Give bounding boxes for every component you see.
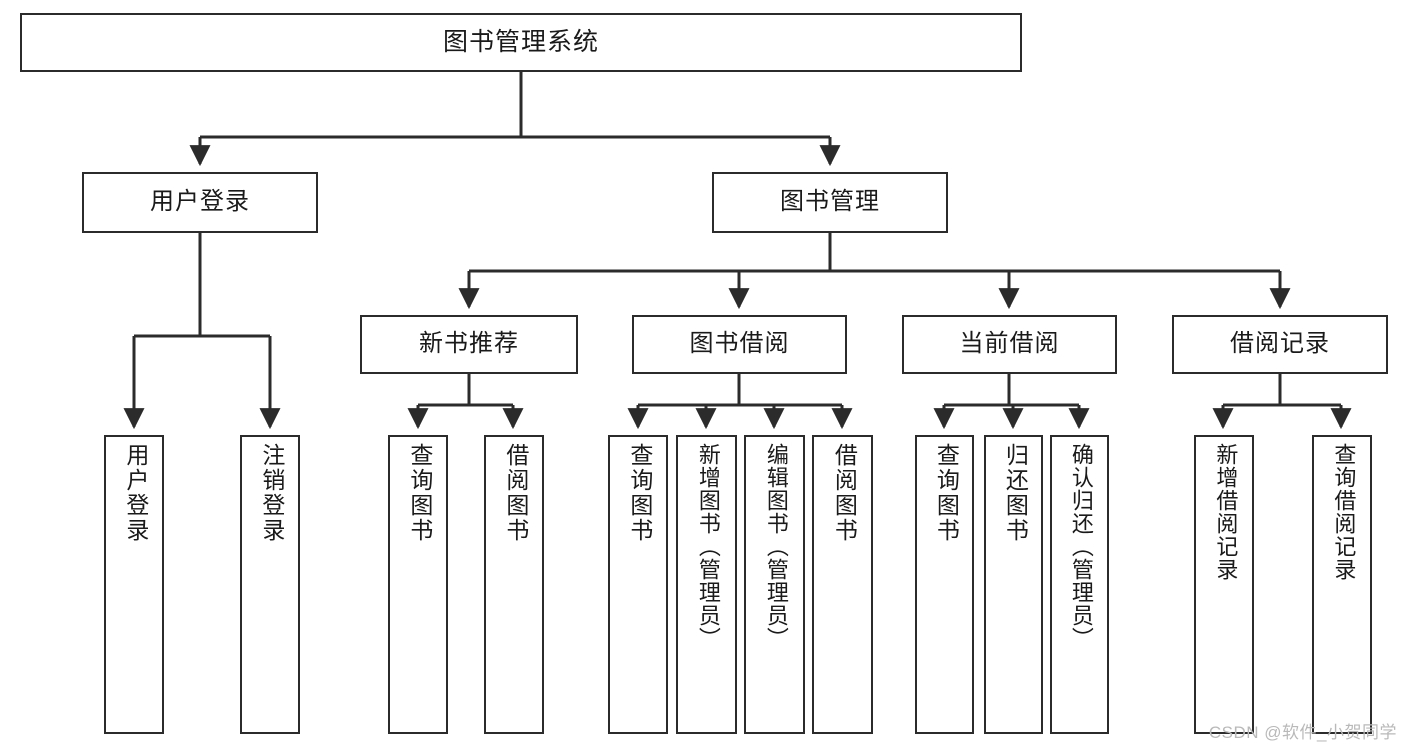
leaf-add-book[interactable]: 新增图书（管理员） [676, 435, 737, 734]
node-user-login-label: 用户登录 [150, 188, 250, 216]
node-user-login[interactable]: 用户登录 [82, 172, 318, 233]
leaf-add-record-label: 新增借阅记录 [1213, 443, 1239, 581]
leaf-query-book-3[interactable]: 查询图书 [915, 435, 974, 734]
leaf-query-record-label: 查询借阅记录 [1331, 443, 1357, 581]
leaf-query-book-1[interactable]: 查询图书 [388, 435, 448, 734]
node-book-manage-label: 图书管理 [780, 188, 880, 216]
node-current-borrow-label: 当前借阅 [959, 330, 1060, 358]
leaf-query-book-2[interactable]: 查询图书 [608, 435, 668, 734]
leaf-query-book-3-label: 查询图书 [933, 443, 960, 543]
leaf-borrow-book-1-label: 借阅图书 [502, 443, 529, 543]
node-current-borrow[interactable]: 当前借阅 [902, 315, 1117, 374]
node-borrow-record-label: 借阅记录 [1230, 330, 1330, 358]
leaf-confirm-return[interactable]: 确认归还（管理员） [1050, 435, 1109, 734]
leaf-user-login[interactable]: 用户登录 [104, 435, 164, 734]
leaf-query-record[interactable]: 查询借阅记录 [1312, 435, 1372, 734]
node-book-borrow[interactable]: 图书借阅 [632, 315, 847, 374]
leaf-borrow-book-2-label: 借阅图书 [831, 443, 858, 543]
node-root-label: 图书管理系统 [442, 27, 599, 56]
leaf-borrow-book-2[interactable]: 借阅图书 [812, 435, 873, 734]
leaf-query-book-1-label: 查询图书 [406, 443, 433, 543]
leaf-add-record[interactable]: 新增借阅记录 [1194, 435, 1254, 734]
node-book-borrow-label: 图书借阅 [689, 330, 790, 358]
leaf-logout-login[interactable]: 注销登录 [240, 435, 300, 734]
node-book-manage[interactable]: 图书管理 [712, 172, 948, 233]
watermark: CSDN @软件_小贺同学 [1208, 723, 1397, 742]
leaf-confirm-return-label: 确认归还（管理员） [1068, 443, 1094, 650]
leaf-logout-login-label: 注销登录 [258, 443, 285, 543]
leaf-return-book-label: 归还图书 [1002, 443, 1029, 543]
leaf-borrow-book-1[interactable]: 借阅图书 [484, 435, 544, 734]
leaf-edit-book-label: 编辑图书（管理员） [763, 443, 789, 650]
leaf-edit-book[interactable]: 编辑图书（管理员） [744, 435, 805, 734]
node-new-book-rec[interactable]: 新书推荐 [360, 315, 578, 374]
node-new-book-rec-label: 新书推荐 [419, 330, 519, 358]
leaf-user-login-label: 用户登录 [122, 443, 149, 543]
node-root[interactable]: 图书管理系统 [20, 13, 1022, 72]
leaf-return-book[interactable]: 归还图书 [984, 435, 1043, 734]
leaf-add-book-label: 新增图书（管理员） [695, 443, 721, 650]
leaf-query-book-2-label: 查询图书 [626, 443, 653, 543]
node-borrow-record[interactable]: 借阅记录 [1172, 315, 1388, 374]
